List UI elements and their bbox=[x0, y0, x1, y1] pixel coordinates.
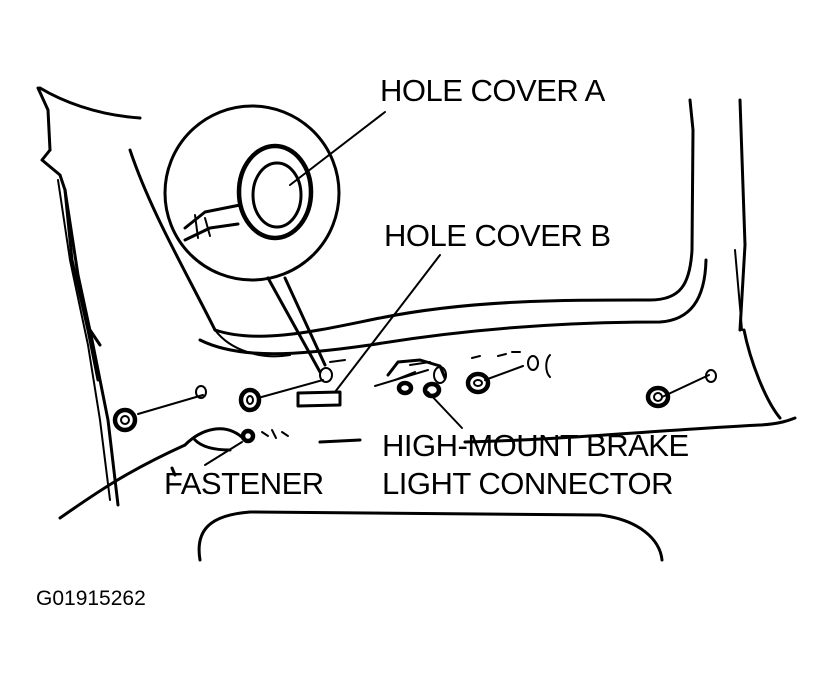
fastener-shape bbox=[240, 428, 289, 444]
mounting-holes bbox=[195, 351, 717, 399]
hole-cover-center bbox=[465, 371, 491, 395]
hole-cover-b-label: HOLE COVER B bbox=[384, 218, 611, 253]
leader-lines bbox=[137, 111, 710, 466]
hole-cover-right bbox=[645, 385, 671, 409]
window-frame bbox=[198, 98, 708, 358]
hole-cover-b-shape bbox=[296, 359, 346, 408]
hole-cover-a-label: HOLE COVER A bbox=[380, 73, 605, 108]
connector-label-line2: LIGHT CONNECTOR bbox=[382, 466, 674, 501]
left-pillar bbox=[36, 86, 120, 507]
brake-light-connector bbox=[386, 358, 447, 399]
detail-magnifier bbox=[163, 104, 341, 374]
right-pillar bbox=[734, 98, 782, 420]
hole-cover-left-1 bbox=[112, 407, 138, 433]
lower-panel bbox=[58, 416, 797, 562]
fastener-label: FASTENER bbox=[164, 466, 324, 501]
hole-cover-left-2 bbox=[238, 387, 262, 413]
upper-left-panel bbox=[38, 86, 217, 332]
figure-id: G01915262 bbox=[36, 587, 146, 610]
connector-label-line1: HIGH-MOUNT BRAKE bbox=[382, 428, 689, 463]
